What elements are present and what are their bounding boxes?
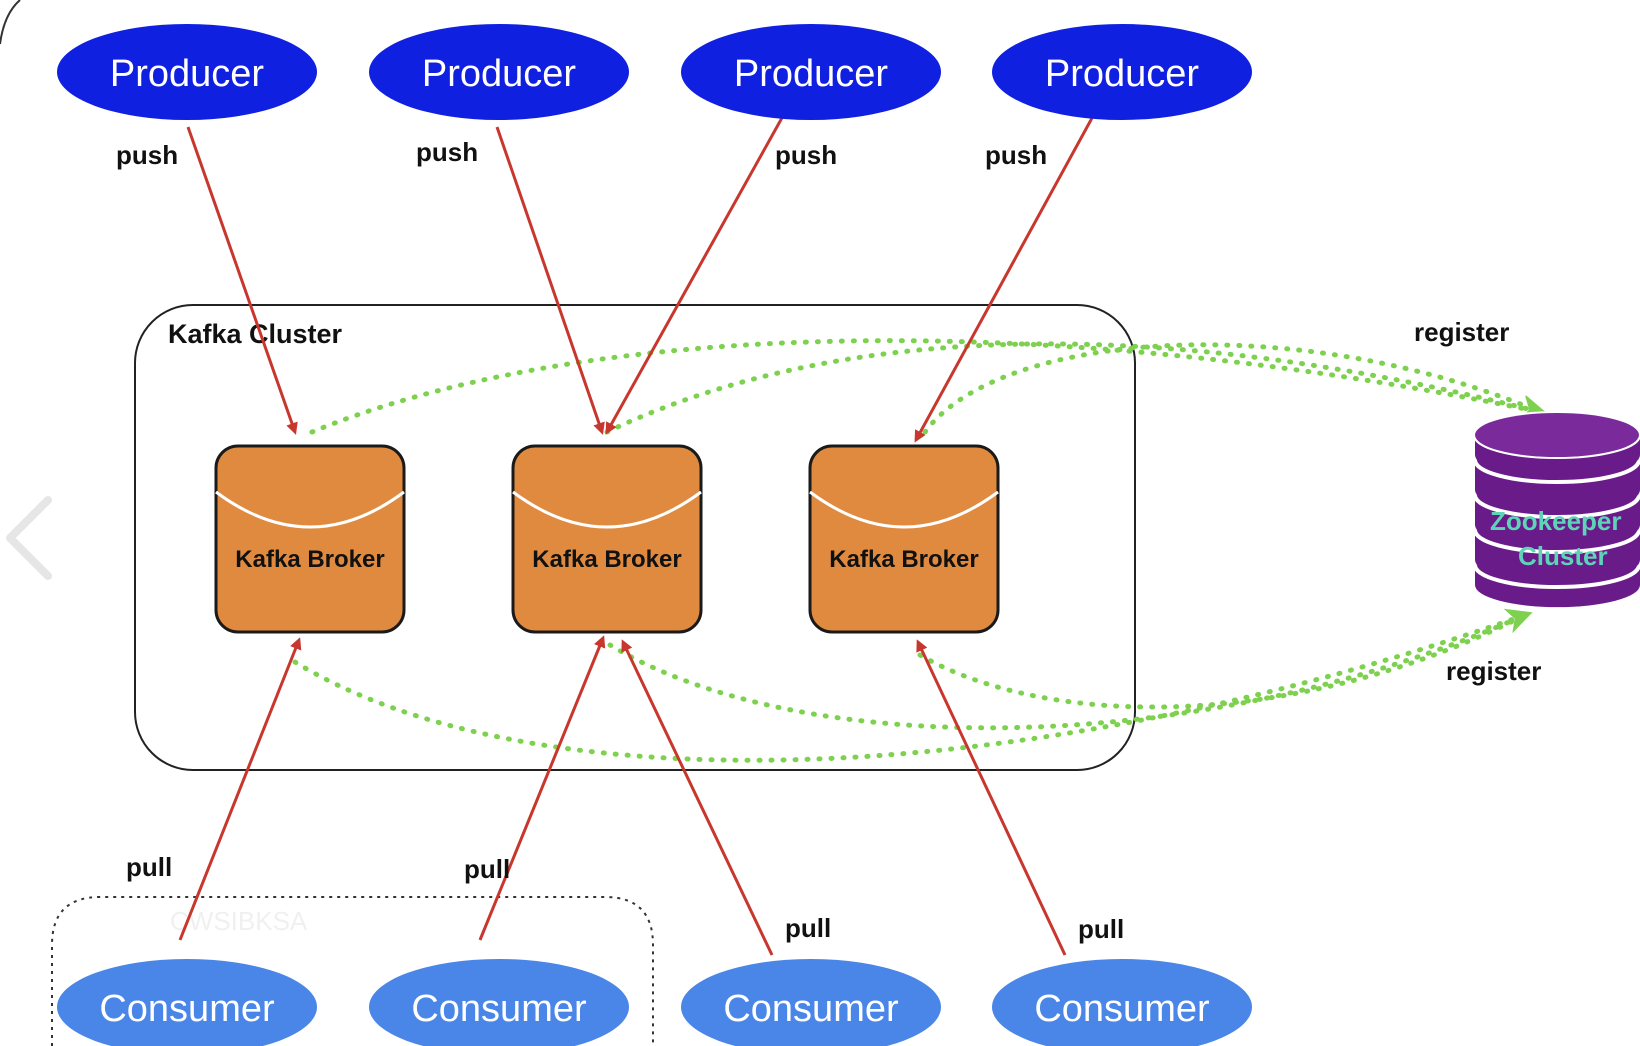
push-label-2: push (416, 137, 478, 167)
producer-4: Producer (992, 24, 1252, 120)
consumer-2: Consumer (369, 959, 629, 1046)
register-link-broker-3-top (922, 342, 1543, 435)
broker-1-label: Kafka Broker (235, 546, 384, 573)
broker-3-label: Kafka Broker (829, 546, 978, 573)
push-label-1: push (116, 140, 178, 170)
consumer-1-label: Consumer (99, 988, 275, 1030)
pull-label-4: pull (1078, 914, 1124, 944)
broker-1: Kafka Broker (214, 444, 406, 634)
consumer-3-label: Consumer (723, 988, 899, 1030)
pull-label-3: pull (785, 913, 831, 943)
push-label-4: push (985, 140, 1047, 170)
producer-3-label: Producer (734, 53, 889, 95)
push-label-3: push (775, 140, 837, 170)
pull-arrow-2 (478, 635, 606, 941)
register-link-broker-2-bottom (607, 612, 1528, 731)
register-label-bottom: register (1446, 656, 1541, 686)
pull-arrow-4 (916, 639, 1067, 956)
consumer-1: Consumer (57, 959, 317, 1046)
register-label-top: register (1414, 317, 1509, 347)
producer-1: Producer (57, 24, 317, 120)
consumer-3: Consumer (681, 959, 941, 1046)
frame-corner (0, 0, 21, 45)
chevron-left-icon[interactable] (6, 496, 52, 580)
register-connections (292, 338, 1548, 763)
consumer-4-label: Consumer (1034, 988, 1210, 1030)
producer-1-label: Producer (110, 53, 265, 95)
producer-3: Producer (681, 24, 941, 120)
push-arrows (186, 115, 1094, 443)
broker-3: Kafka Broker (808, 444, 1000, 634)
push-arrow-1 (186, 126, 298, 435)
producer-4-label: Producer (1045, 53, 1200, 95)
push-arrow-4 (914, 117, 1094, 443)
kafka-cluster-box (134, 304, 1136, 771)
consumer-2-label: Consumer (411, 988, 587, 1030)
producer-2: Producer (369, 24, 629, 120)
pull-label-1: pull (126, 852, 172, 882)
broker-2: Kafka Broker (511, 444, 703, 634)
register-link-broker-1-top (309, 338, 1548, 435)
kafka-cluster-label: Kafka Cluster (168, 319, 343, 349)
consumer-4: Consumer (992, 959, 1252, 1046)
pull-arrow-1 (178, 637, 302, 941)
broker-2-label: Kafka Broker (532, 546, 681, 573)
pull-label-2: pull (464, 854, 510, 884)
push-arrow-2 (495, 126, 605, 435)
zookeeper-label-line1: Zookeeper (1490, 506, 1622, 536)
register-link-broker-3-bottom (917, 612, 1528, 710)
pull-arrows (178, 635, 1067, 956)
producer-2-label: Producer (422, 53, 577, 95)
pull-arrow-3 (621, 639, 774, 956)
push-arrow-3 (605, 115, 785, 435)
consumer-group-box (51, 896, 654, 1046)
register-link-broker-1-bottom (292, 608, 1533, 763)
zookeeper-cluster (1473, 411, 1640, 608)
zookeeper-label-line2: Cluster (1518, 541, 1608, 571)
register-link-broker-2-top (604, 341, 1548, 435)
